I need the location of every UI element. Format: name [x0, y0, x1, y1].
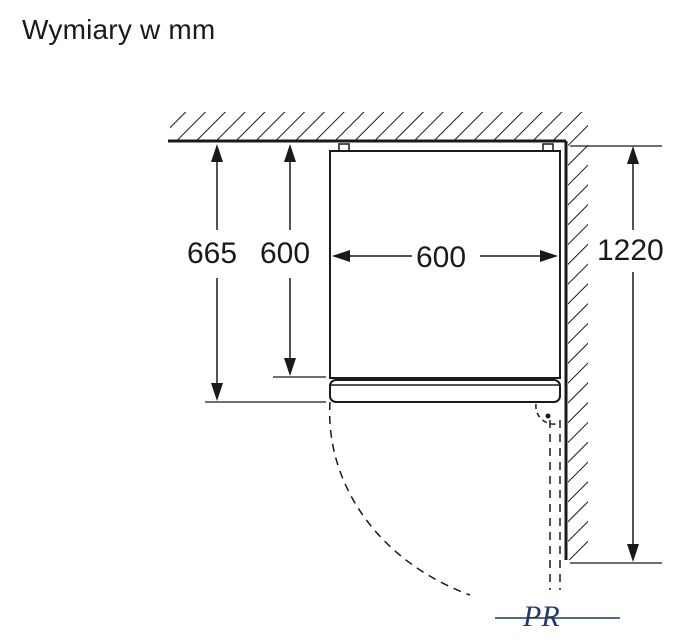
- dim-label-1220: 1220: [597, 234, 664, 267]
- dim-label-600-width: 600: [416, 241, 466, 274]
- arrow-600d-top: [284, 144, 296, 162]
- arrow-665-bottom: [211, 383, 223, 401]
- hinge-arc: [535, 403, 557, 425]
- logo: PR: [495, 600, 620, 633]
- arrow-600w-right: [540, 250, 558, 262]
- arrow-1220-top: [627, 146, 639, 164]
- arrow-1220-bottom: [627, 544, 639, 562]
- arrow-600d-bottom: [284, 358, 296, 376]
- fridge-door: [329, 379, 561, 403]
- dim-label-665: 665: [187, 237, 237, 270]
- top-spacer-right: [542, 143, 554, 152]
- top-spacer-left: [338, 143, 350, 152]
- hinge-dot: [545, 413, 551, 419]
- top-wall-hatch: [170, 112, 588, 140]
- arrow-665-top: [211, 144, 223, 162]
- fridge-body: [329, 150, 561, 379]
- door-swing-arc: [328, 401, 471, 596]
- logo-text: PR: [522, 600, 560, 633]
- dim-label-600-depth: 600: [260, 237, 310, 270]
- page-title: Wymiary w mm: [22, 14, 216, 45]
- right-wall-hatch: [568, 140, 588, 560]
- arrow-600w-left: [332, 250, 350, 262]
